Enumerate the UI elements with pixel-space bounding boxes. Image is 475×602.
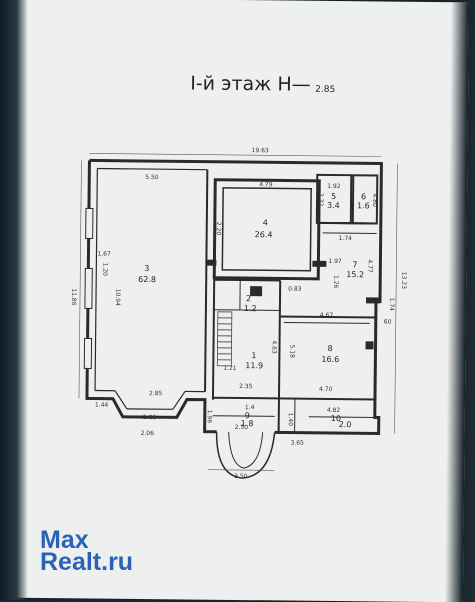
room-4-label: 4 26.4 bbox=[255, 218, 273, 239]
dim-r7-d: 4.67 bbox=[320, 312, 334, 319]
svg-text:1.6: 1.6 bbox=[357, 201, 370, 210]
svg-text:15.2: 15.2 bbox=[346, 270, 364, 279]
dim-r6-side: 4.80 bbox=[371, 193, 378, 207]
svg-text:1: 1 bbox=[251, 351, 256, 360]
door-arc-icon bbox=[216, 432, 274, 479]
dim-r7-b: 1.97 bbox=[328, 258, 342, 265]
dim-r7-a: 4.77 bbox=[366, 259, 373, 273]
room-7-label: 7 15.2 bbox=[346, 260, 364, 279]
dim-side-r2: 60 bbox=[384, 319, 392, 326]
windows-left bbox=[84, 208, 93, 368]
svg-text:3: 3 bbox=[144, 264, 149, 273]
dim-overall-left: 11.86 bbox=[70, 288, 77, 305]
dim-overall-top: 19.63 bbox=[252, 147, 269, 154]
dim-r3-bottom: 2.85 bbox=[149, 390, 163, 397]
dim-overall-bottom: 3.50 bbox=[234, 473, 248, 480]
dim-r8-c: 4.82 bbox=[327, 407, 341, 414]
svg-text:5: 5 bbox=[331, 192, 336, 201]
dim-overall-right: 13.23 bbox=[400, 272, 407, 289]
svg-text:1.8: 1.8 bbox=[241, 419, 254, 428]
svg-text:11.9: 11.9 bbox=[245, 361, 263, 370]
room-1-label: 1 11.9 bbox=[245, 351, 263, 370]
plan-title: I-й этаж Н— bbox=[190, 72, 311, 95]
dim-r5-top: 1.92 bbox=[327, 183, 341, 190]
room-2-label: 2 1.2 bbox=[244, 294, 257, 313]
dim-r4-left: 2.20 bbox=[215, 222, 222, 236]
svg-text:2.0: 2.0 bbox=[339, 420, 352, 429]
floor-plan: I-й этаж Н— 2.85 bbox=[7, 0, 469, 602]
dim-pt4: 1.96 bbox=[206, 410, 213, 424]
room-6-label: 6 1.6 bbox=[357, 192, 370, 210]
svg-text:7: 7 bbox=[352, 260, 357, 269]
left-shadow bbox=[0, 0, 28, 600]
svg-text:62.8: 62.8 bbox=[138, 275, 156, 284]
dim-win-b: 1.20 bbox=[101, 263, 108, 277]
dim-r6-w: 1.74 bbox=[339, 235, 353, 242]
dim-bay-mid: 1.86 bbox=[143, 414, 157, 421]
dim-r8-a: 5.18 bbox=[288, 345, 295, 359]
dim-bay-bottom: 2.06 bbox=[141, 430, 155, 437]
dim-small-w: 0.83 bbox=[288, 286, 302, 293]
dim-r7-c: 1.26 bbox=[332, 275, 339, 289]
paper-sheet: I-й этаж Н— 2.85 bbox=[7, 0, 469, 602]
svg-text:3.4: 3.4 bbox=[327, 201, 340, 210]
dim-pt3: 3.65 bbox=[290, 440, 304, 447]
dim-win-a: 1.67 bbox=[97, 251, 111, 258]
dim-bay-left: 1.44 bbox=[95, 402, 109, 409]
room-8-label: 8 16.6 bbox=[321, 344, 339, 364]
dim-r3-top: 5.50 bbox=[145, 174, 159, 181]
logo-line-2: Realt.ru bbox=[40, 550, 133, 575]
plan-title-height: 2.85 bbox=[315, 85, 335, 95]
svg-text:2: 2 bbox=[246, 294, 251, 303]
dim-r1-b: 4.63 bbox=[270, 340, 277, 354]
room-3-label: 3 62.8 bbox=[138, 264, 156, 284]
stair-icon bbox=[217, 312, 232, 366]
svg-text:26.4: 26.4 bbox=[255, 230, 273, 239]
dim-r8-b: 4.70 bbox=[319, 386, 333, 393]
dim-side-r: 1.74 bbox=[388, 298, 395, 312]
svg-text:4: 4 bbox=[263, 218, 268, 227]
maxrealt-logo: Max Realt.ru bbox=[40, 528, 170, 578]
dim-r1-c: 2.35 bbox=[239, 383, 253, 390]
room-5-label: 5 3.4 bbox=[327, 192, 340, 210]
dim-r5-side: 2.32 bbox=[317, 193, 324, 207]
dim-r4-top: 4.79 bbox=[259, 181, 273, 188]
dim-r8-d: 1.40 bbox=[287, 413, 294, 427]
svg-text:16.6: 16.6 bbox=[321, 355, 339, 364]
room-9-label: 9 1.8 bbox=[241, 411, 254, 428]
svg-text:1.2: 1.2 bbox=[244, 304, 257, 313]
svg-text:6: 6 bbox=[361, 192, 366, 201]
svg-text:8: 8 bbox=[327, 344, 332, 353]
room-4-walls bbox=[214, 180, 319, 279]
room-10-label: 10 2.0 bbox=[331, 414, 352, 429]
dim-r1-a: 1.21 bbox=[223, 365, 237, 372]
dim-r3-left: 10.94 bbox=[114, 289, 121, 306]
